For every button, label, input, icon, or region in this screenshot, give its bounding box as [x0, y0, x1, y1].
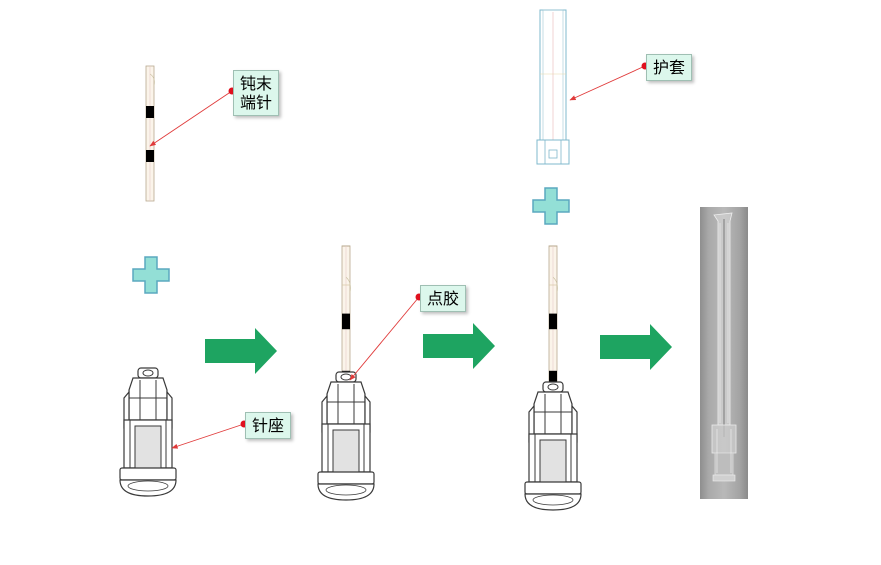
finished-needle-photo [700, 207, 748, 499]
blunt-needle-label-line-2: 端针 [240, 93, 273, 112]
needle-in-hub-assembly [317, 245, 375, 501]
right-arrow-icon [600, 324, 672, 370]
blunt-needle-label-line-1: 钝末 [240, 74, 273, 93]
sheath-part [536, 9, 570, 165]
glue-label-text: 点胶 [427, 289, 460, 308]
hub-label-text: 针座 [252, 416, 285, 435]
leader-dots [228, 62, 649, 428]
sheath-label-text: 护套 [653, 58, 686, 77]
right-arrow-icon [423, 323, 495, 369]
leader-lines [149, 65, 646, 449]
sheath-label: 护套 [646, 54, 693, 81]
glue-label: 点胶 [420, 285, 467, 312]
blunt-needle-part [145, 65, 155, 202]
hub-label: 针座 [245, 412, 292, 439]
needle-with-hub-assembly [524, 245, 582, 511]
needle-hub-part [119, 367, 177, 497]
plus-icon [132, 256, 170, 294]
blunt-needle-label: 钝末 端针 [233, 70, 280, 116]
right-arrow-icon [205, 328, 277, 374]
plus-icon [532, 187, 570, 225]
